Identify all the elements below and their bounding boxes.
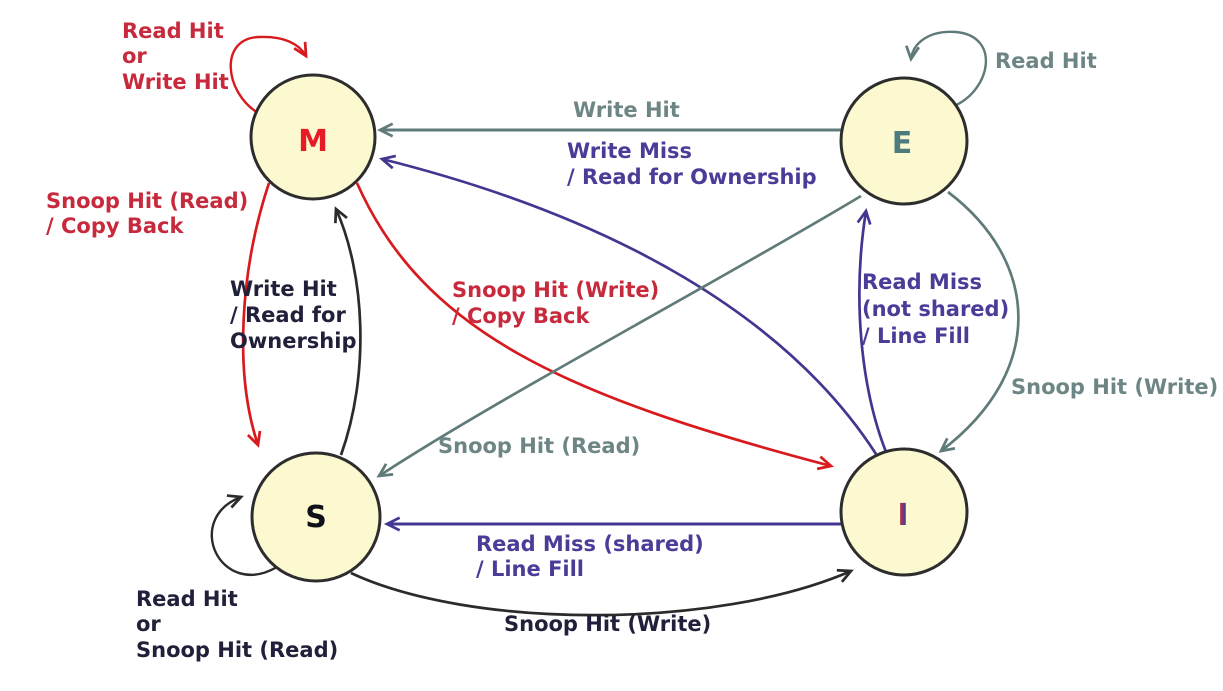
transition-i-to-e-arrow — [856, 207, 888, 453]
transition-m-to-s-arrow — [241, 182, 271, 448]
transition-m-self-arrow — [229, 35, 308, 115]
transition-i-to-m-label-line2: / Read for Ownership — [567, 165, 817, 189]
transition-s-self-label-line1: Read Hit — [136, 587, 238, 611]
transition-s-self-arrow — [210, 494, 278, 576]
transition-i-to-m-arrow — [379, 154, 878, 455]
transition-s-to-i-arrow — [350, 568, 854, 617]
transition-m-to-i-label-line1: Snoop Hit (Write) — [452, 278, 659, 302]
transition-e-self-label: Read Hit — [995, 49, 1097, 73]
transition-m-self-label-line2: or — [122, 44, 147, 68]
state-m-label: M — [298, 124, 328, 159]
transition-i-to-e-label-line1: Read Miss — [862, 270, 982, 294]
transition-e-to-s-arrow — [376, 194, 862, 478]
transition-i-to-s-label-line2: / Line Fill — [476, 557, 584, 581]
transition-i-to-e-label-line3: / Line Fill — [862, 324, 970, 348]
transition-i-to-s-label-line1: Read Miss (shared) — [476, 532, 704, 556]
transition-s-to-m-arrow — [333, 206, 362, 456]
transition-e-to-s-label: Snoop Hit (Read) — [438, 434, 640, 458]
transition-s-to-m-label-line2: / Read for — [230, 303, 346, 327]
state-e-label: E — [892, 126, 913, 161]
transition-e-to-m-label: Write Hit — [573, 98, 680, 122]
transition-i-to-e-label-line2: (not shared) — [862, 297, 1009, 321]
transition-m-to-s-label-line1: Snoop Hit (Read) — [46, 189, 248, 213]
transition-e-self-arrow — [905, 30, 987, 108]
state-e-circle — [839, 76, 969, 206]
transition-s-to-m-label-line3: Ownership — [230, 329, 356, 353]
transition-m-self-label-line3: Write Hit — [122, 70, 229, 94]
transition-s-to-m-label-line1: Write Hit — [230, 277, 337, 301]
transition-m-to-i-label-line2: / Copy Back — [452, 304, 590, 328]
state-m-circle — [249, 73, 377, 201]
transition-s-self-label-line2: or — [136, 612, 161, 636]
transition-i-to-m-label-line1: Write Miss — [567, 139, 692, 163]
transition-s-self-label-line3: Snoop Hit (Read) — [136, 638, 338, 662]
state-i-circle — [839, 447, 969, 577]
state-s-circle — [250, 451, 382, 583]
transition-m-to-s-label-line2: / Copy Back — [46, 214, 184, 238]
transition-m-to-i-arrow — [355, 182, 834, 471]
transition-s-to-i-label: Snoop Hit (Write) — [504, 612, 711, 636]
state-s-label: S — [305, 500, 327, 535]
transition-e-to-i-label: Snoop Hit (Write) — [1011, 375, 1218, 399]
state-i-label: I — [897, 498, 908, 533]
transition-m-self-label-line1: Read Hit — [122, 19, 224, 43]
transition-e-to-i-arrow — [938, 190, 1020, 453]
